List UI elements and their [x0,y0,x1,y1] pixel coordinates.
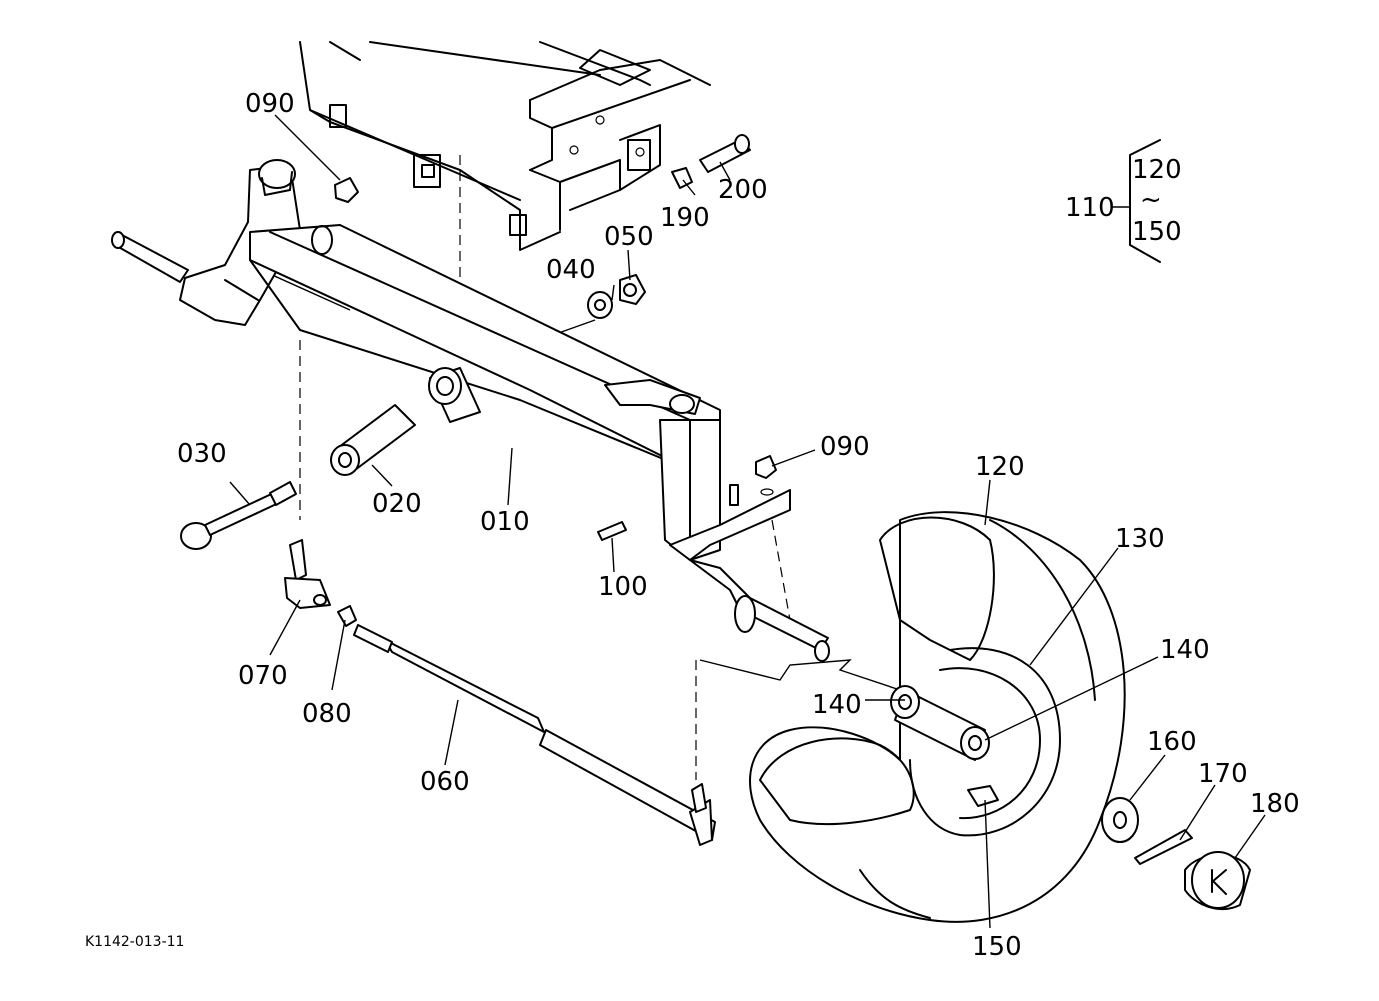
label-110: 110 [1065,193,1115,223]
chassis-frame [299,41,711,251]
label-110-range-top: 120 [1132,155,1182,185]
label-110-range-bottom: 150 [1132,217,1182,247]
label-120: 120 [975,452,1025,482]
label-170: 170 [1198,759,1248,789]
hardware-fasteners [334,134,777,541]
label-090-right: 090 [820,432,870,462]
label-090-top: 090 [245,89,295,119]
label-190: 190 [660,203,710,233]
label-020: 020 [372,489,422,519]
leader-lines [229,114,1266,929]
label-140-right: 140 [1160,635,1210,665]
label-060: 060 [420,767,470,797]
callout-labels: 090 200 190 050 040 110 120 ~ 150 030 02… [85,89,1300,962]
label-100: 100 [598,572,648,602]
label-030: 030 [177,439,227,469]
label-070: 070 [238,661,288,691]
label-150: 150 [972,932,1022,962]
label-050: 050 [604,222,654,252]
label-160: 160 [1147,727,1197,757]
drawing-code: K1142-013-11 [85,934,184,950]
label-110-range-tilde: ~ [1140,185,1162,215]
label-040: 040 [546,255,596,285]
front-wheel-assembly [749,511,1126,923]
label-130: 130 [1115,524,1165,554]
label-080: 080 [302,699,352,729]
label-180: 180 [1250,789,1300,819]
wheel-retainers [1101,797,1251,910]
bushing-020 [330,367,481,476]
assembly-110-bracket [1112,139,1161,263]
tie-rod-060 [284,539,716,846]
label-010: 010 [480,507,530,537]
pivot-pin-030 [180,481,297,550]
front-axle-beam [111,159,830,662]
label-140-left: 140 [812,690,862,720]
label-200: 200 [718,175,768,205]
